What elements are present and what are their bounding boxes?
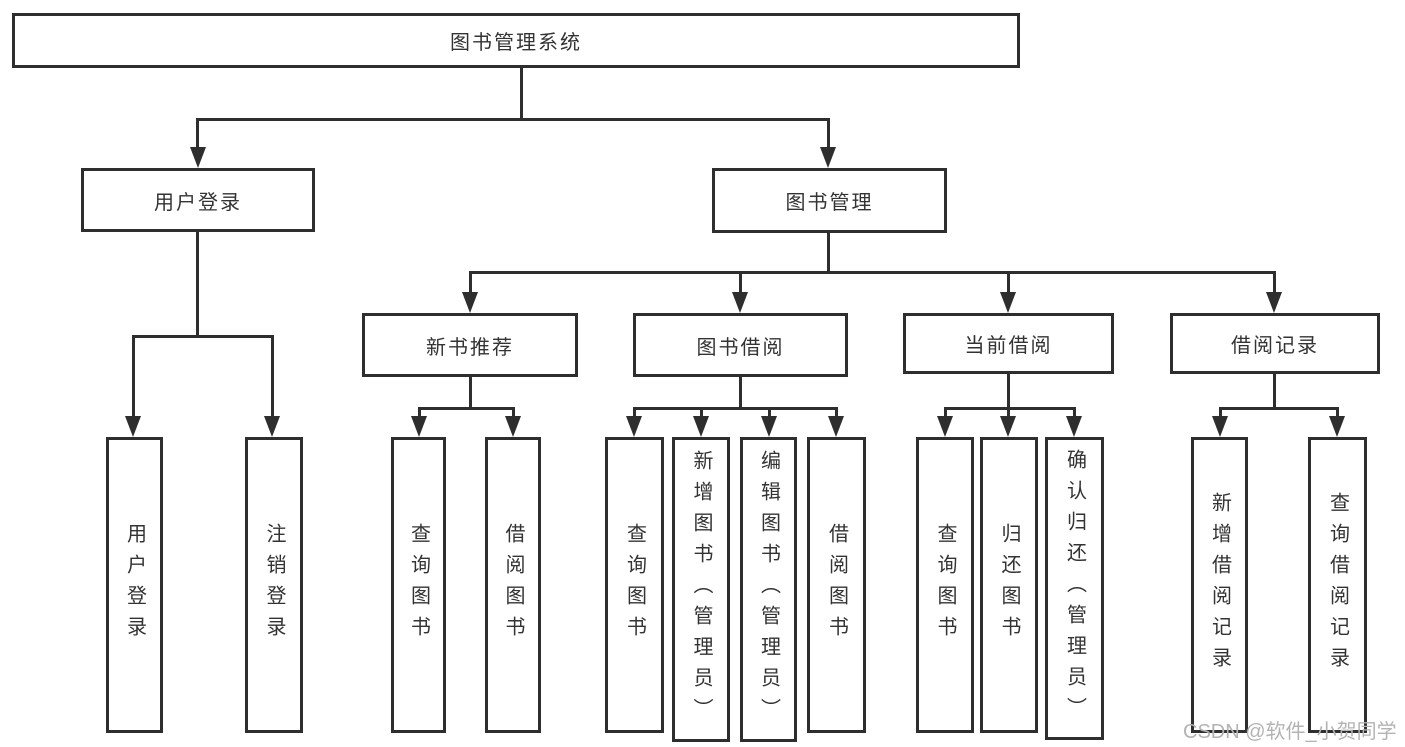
csdn-watermark: CSDN @软件_小贺同学 — [1183, 721, 1397, 743]
leaf-logout-label: 注销登录 — [263, 523, 285, 647]
connector-current-borrowing-vertical — [1007, 374, 1010, 407]
connector-root-vertical — [520, 68, 523, 118]
leaf-bb-add-books-admin-label: 新增图书（管理员） — [690, 450, 712, 729]
connector-to-leaf-logout — [271, 335, 274, 417]
leaf-bb-borrow-books-label: 借阅图书 — [825, 523, 848, 647]
leaf-user-login-label: 用户登录 — [123, 523, 146, 647]
leaf-cb-confirm-return-admin-label: 确认归还（管理员） — [1063, 449, 1086, 728]
arrowhead-down-icon — [937, 416, 953, 437]
connector-to-leaf-bb-add — [700, 407, 703, 417]
connector-borrowing-records-horizontal — [1219, 407, 1339, 410]
connector-new-rec-vertical — [469, 377, 472, 407]
leaf-cb-query-books-label: 查询图书 — [934, 523, 956, 647]
connector-to-current-borrowing — [1007, 271, 1010, 295]
leaf-rec-query-books-label: 查询图书 — [407, 523, 430, 647]
connector-to-borrowing-records — [1273, 271, 1276, 295]
leaf-cb-confirm-return-admin: 确认归还（管理员） — [1045, 437, 1104, 740]
node-book-management-label: 图书管理 — [785, 192, 874, 214]
connector-to-leaf-br-query — [1336, 407, 1339, 417]
leaf-bb-edit-books-admin-label: 编辑图书（管理员） — [757, 450, 780, 729]
arrowhead-down-icon — [732, 292, 748, 313]
connector-to-book-management — [827, 118, 830, 150]
leaf-cb-query-books: 查询图书 — [916, 437, 974, 733]
connector-borrowing-records-vertical — [1273, 374, 1276, 407]
node-library-system: 图书管理系统 — [12, 13, 1020, 68]
connector-to-leaf-bb-borrow — [835, 407, 838, 417]
connector-root-horizontal — [197, 118, 830, 121]
leaf-bb-edit-books-admin: 编辑图书（管理员） — [740, 437, 797, 742]
arrowhead-down-icon — [411, 416, 427, 437]
arrowhead-down-icon — [505, 416, 521, 437]
connector-current-borrowing-horizontal — [944, 407, 1076, 410]
arrowhead-down-icon — [1212, 416, 1228, 437]
connector-book-borrowing-vertical — [739, 377, 742, 407]
leaf-bb-borrow-books: 借阅图书 — [807, 437, 866, 733]
node-borrowing-records: 借阅记录 — [1170, 313, 1380, 374]
arrowhead-down-icon — [820, 147, 836, 168]
connector-to-book-borrowing — [739, 271, 742, 295]
arrowhead-down-icon — [462, 292, 478, 313]
node-current-borrowing-label: 当前借阅 — [964, 335, 1053, 357]
connector-to-leaf-bb-edit — [768, 407, 771, 417]
connector-to-new-rec — [469, 271, 472, 295]
node-user-login: 用户登录 — [81, 168, 315, 232]
node-new-book-recommend-label: 新书推荐 — [426, 336, 514, 359]
arrowhead-down-icon — [1066, 416, 1082, 437]
connector-to-leaf-rec-borrow — [512, 407, 515, 417]
leaf-user-login: 用户登录 — [106, 437, 163, 733]
connector-to-leaf-cb-return — [1007, 407, 1010, 417]
arrowhead-down-icon — [264, 416, 280, 437]
leaf-rec-query-books: 查询图书 — [391, 437, 446, 733]
leaf-bb-query-books-label: 查询图书 — [623, 523, 646, 647]
connector-to-leaf-cb-confirm — [1073, 407, 1076, 417]
leaf-logout: 注销登录 — [245, 437, 303, 733]
leaf-br-add-record-label: 新增借阅记录 — [1208, 492, 1231, 678]
connector-to-leaf-br-add — [1219, 407, 1222, 417]
connector-to-leaf-bb-query — [633, 407, 636, 417]
connector-user-login-vertical — [196, 232, 199, 335]
arrowhead-down-icon — [626, 416, 642, 437]
leaf-br-query-record-label: 查询借阅记录 — [1326, 492, 1349, 678]
connector-to-leaf-rec-query — [418, 407, 421, 417]
arrowhead-down-icon — [828, 416, 844, 437]
arrowhead-down-icon — [761, 416, 777, 437]
connector-book-mgmt-vertical — [827, 233, 830, 271]
arrowhead-down-icon — [1000, 292, 1016, 313]
node-book-management: 图书管理 — [712, 168, 947, 233]
connector-book-mgmt-horizontal — [469, 271, 1276, 274]
arrowhead-down-icon — [1266, 292, 1282, 313]
arrowhead-down-icon — [1329, 416, 1345, 437]
node-library-system-label: 图书管理系统 — [450, 32, 582, 54]
node-book-borrowing-label: 图书借阅 — [696, 336, 785, 359]
leaf-cb-return-books-label: 归还图书 — [998, 523, 1020, 647]
connector-new-rec-horizontal — [418, 407, 515, 410]
leaf-rec-borrow-books-label: 借阅图书 — [502, 523, 524, 647]
arrowhead-down-icon — [190, 147, 206, 168]
connector-user-login-horizontal — [132, 335, 274, 338]
arrowhead-down-icon — [125, 416, 141, 437]
leaf-br-add-record: 新增借阅记录 — [1191, 437, 1248, 733]
connector-to-leaf-login — [132, 335, 135, 417]
connector-to-leaf-cb-query — [944, 407, 947, 417]
node-current-borrowing: 当前借阅 — [903, 313, 1114, 374]
node-borrowing-records-label: 借阅记录 — [1231, 335, 1319, 357]
arrowhead-down-icon — [1000, 416, 1016, 437]
arrowhead-down-icon — [693, 416, 709, 437]
connector-book-borrowing-horizontal — [633, 407, 837, 410]
connector-to-user-login — [196, 118, 199, 150]
node-book-borrowing: 图书借阅 — [633, 313, 848, 377]
leaf-bb-add-books-admin: 新增图书（管理员） — [672, 437, 730, 742]
leaf-rec-borrow-books: 借阅图书 — [485, 437, 541, 733]
node-new-book-recommend: 新书推荐 — [362, 313, 578, 377]
leaf-br-query-record: 查询借阅记录 — [1308, 437, 1367, 733]
leaf-cb-return-books: 归还图书 — [980, 437, 1038, 733]
leaf-bb-query-books: 查询图书 — [605, 437, 664, 733]
node-user-login-label: 用户登录 — [154, 191, 242, 214]
